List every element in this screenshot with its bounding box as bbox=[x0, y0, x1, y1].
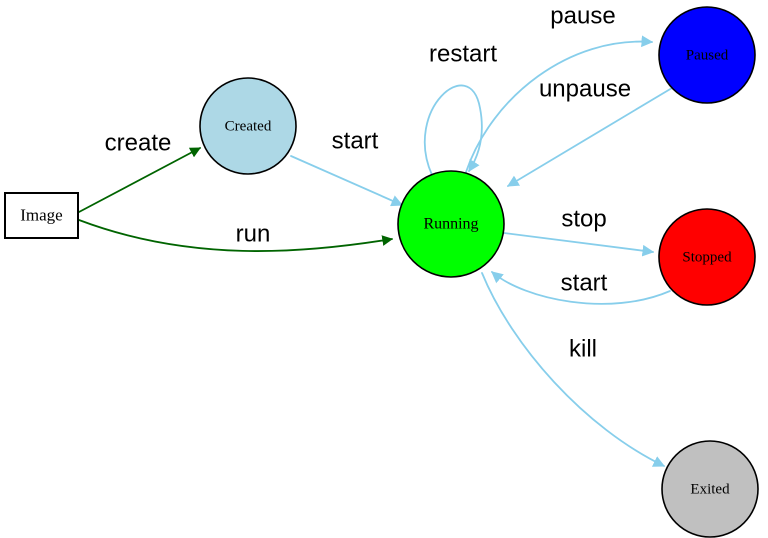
node-stopped[interactable]: Stopped bbox=[658, 208, 756, 306]
edge-label-kill: kill bbox=[569, 335, 597, 362]
node-image[interactable]: Image bbox=[4, 192, 79, 239]
edge-label-create: create bbox=[105, 129, 172, 156]
node-shape-exited bbox=[661, 440, 759, 538]
edge-unpause bbox=[506, 87, 673, 187]
node-exited[interactable]: Exited bbox=[661, 440, 759, 538]
node-shape-paused bbox=[658, 6, 756, 104]
edges-layer bbox=[78, 35, 673, 467]
node-label-exited: Exited bbox=[690, 481, 730, 497]
edge-create bbox=[78, 147, 201, 213]
edge-label-restart: restart bbox=[429, 40, 497, 67]
node-label-paused: Paused bbox=[686, 47, 729, 63]
node-label-image: Image bbox=[20, 205, 62, 224]
edge-label-start-created: start bbox=[332, 127, 379, 154]
edge-run bbox=[78, 219, 394, 252]
edge-label-pause: pause bbox=[550, 2, 615, 29]
node-shape-created bbox=[199, 77, 297, 175]
edge-start-created bbox=[290, 155, 404, 207]
edge-label-unpause: unpause bbox=[539, 75, 631, 102]
edge-labels-layer: create run start restart pause unpause stop sta… bbox=[105, 2, 631, 362]
node-running[interactable]: Running bbox=[397, 170, 505, 278]
edge-restart bbox=[423, 84, 483, 176]
edge-label-start-stopped: start bbox=[561, 269, 608, 296]
node-paused[interactable]: Paused bbox=[658, 6, 756, 104]
node-shape-running bbox=[397, 170, 505, 278]
edge-pause bbox=[465, 35, 654, 173]
node-shape-stopped bbox=[658, 208, 756, 306]
node-shape-image bbox=[4, 192, 79, 239]
edge-stop bbox=[503, 232, 655, 257]
node-label-running: Running bbox=[423, 216, 478, 233]
edge-label-run: run bbox=[236, 220, 271, 247]
edge-label-stop: stop bbox=[561, 205, 606, 232]
edge-kill bbox=[481, 272, 666, 467]
node-label-created: Created bbox=[225, 118, 272, 134]
edge-start-stopped bbox=[491, 271, 671, 305]
node-label-stopped: Stopped bbox=[682, 249, 732, 265]
node-created[interactable]: Created bbox=[199, 77, 297, 175]
